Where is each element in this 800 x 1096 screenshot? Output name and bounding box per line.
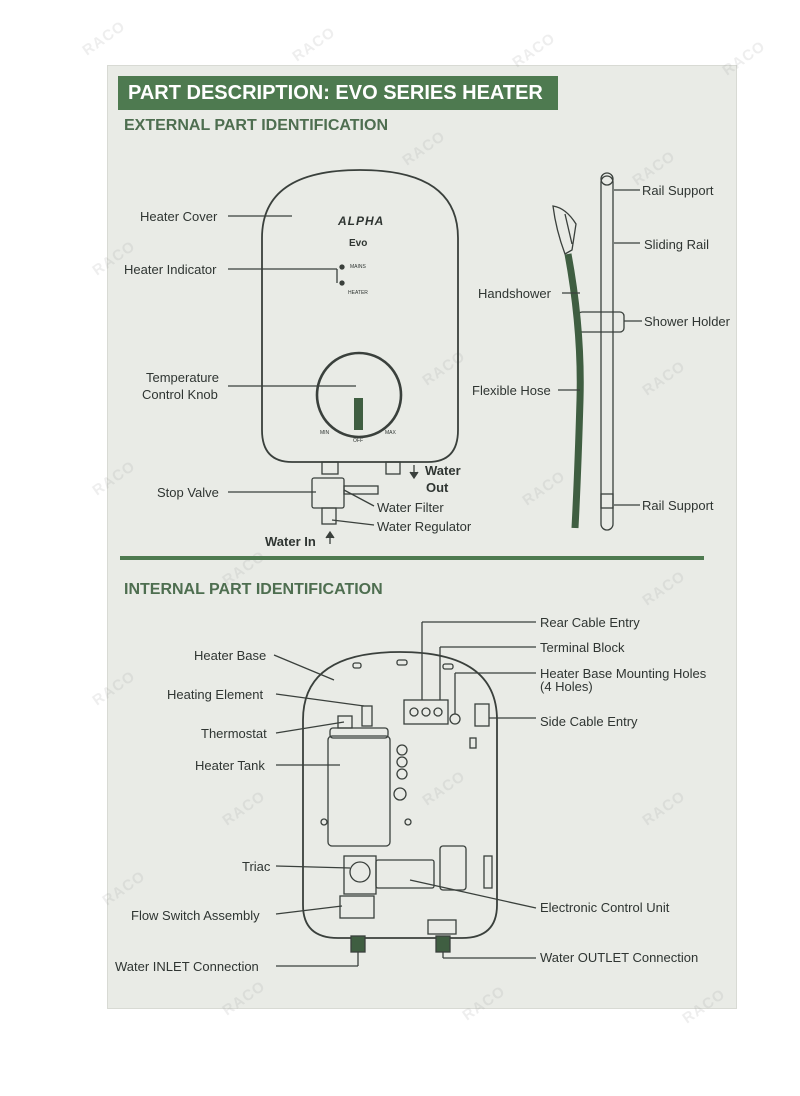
label-rail-support-top: Rail Support xyxy=(642,183,714,198)
heater-cover-outline xyxy=(261,169,459,463)
brand-logo: ALPHA xyxy=(338,214,385,228)
label-flexible-hose: Flexible Hose xyxy=(472,383,551,398)
terminal-block xyxy=(403,699,449,725)
label-triac: Triac xyxy=(242,859,271,874)
label-handshower: Handshower xyxy=(478,286,551,301)
flexible-hose xyxy=(564,253,584,529)
external-section-title: EXTERNAL PART IDENTIFICATION xyxy=(124,117,388,134)
label-mounting-holes-count: (4 Holes) xyxy=(540,679,593,694)
label-thermostat: Thermostat xyxy=(201,726,267,741)
label-rail-support-bottom: Rail Support xyxy=(642,498,714,513)
rail-support-top-knob xyxy=(600,172,614,186)
heater-tank-cap xyxy=(329,727,389,739)
label-mounting-holes: Heater Base Mounting Holes xyxy=(540,666,707,681)
page-header: PART DESCRIPTION: EVO SERIES HEATER xyxy=(118,76,558,110)
mounting-hole xyxy=(449,713,461,725)
knob-min-label: MIN xyxy=(320,430,330,436)
label-water-in: Water In xyxy=(265,534,316,549)
heater-indicator-label: HEATER xyxy=(348,290,368,296)
flow-switch-assembly xyxy=(339,895,375,919)
label-flow-switch-assembly: Flow Switch Assembly xyxy=(131,908,260,923)
heating-element-terminal xyxy=(361,705,373,727)
heater-base-outline xyxy=(302,651,498,939)
label-water-filter: Water Filter xyxy=(377,500,444,515)
water-inlet-connection xyxy=(350,935,366,953)
temperature-knob xyxy=(315,351,403,439)
heater-tank xyxy=(327,735,391,847)
label-water-regulator: Water Regulator xyxy=(377,519,472,534)
label-heater-base: Heater Base xyxy=(194,648,267,663)
label-side-cable-entry: Side Cable Entry xyxy=(540,714,638,729)
label-heater-cover: Heater Cover xyxy=(140,209,218,224)
handshower xyxy=(552,205,577,255)
manual-page xyxy=(108,66,736,1008)
label-heater-indicator: Heater Indicator xyxy=(124,262,217,277)
label-shower-holder: Shower Holder xyxy=(644,314,730,329)
sliding-rail xyxy=(600,175,614,531)
label-water-out-line2: Out xyxy=(426,480,449,495)
label-temperature-control-knob: Temperature xyxy=(146,370,219,385)
section-divider xyxy=(120,556,704,560)
label-heater-tank: Heater Tank xyxy=(195,758,265,773)
mains-indicator-dot xyxy=(339,264,345,270)
model-name: Evo xyxy=(349,238,368,249)
water-outlet-connection xyxy=(435,935,451,953)
knob-pointer xyxy=(354,398,363,430)
label-rear-cable-entry: Rear Cable Entry xyxy=(540,615,640,630)
mains-indicator-label: MAINS xyxy=(350,264,366,270)
label-water-inlet-connection: Water INLET Connection xyxy=(115,959,259,974)
water-regulator xyxy=(321,507,337,525)
triac xyxy=(343,855,377,895)
label-stop-valve: Stop Valve xyxy=(157,485,219,500)
label-temperature-control-knob-line2: Control Knob xyxy=(142,387,218,402)
inlet-fitting xyxy=(321,461,339,475)
knob-off-label: OFF xyxy=(353,438,363,444)
outlet-fitting xyxy=(385,461,401,475)
rail-support-bottom xyxy=(600,493,614,509)
label-water-out: Water xyxy=(425,463,461,478)
knob-max-label: MAX xyxy=(385,430,396,436)
label-heating-element: Heating Element xyxy=(167,687,264,702)
internal-section-title: INTERNAL PART IDENTIFICATION xyxy=(124,581,383,598)
side-cable-entry xyxy=(474,703,490,727)
thermostat xyxy=(337,715,353,729)
label-terminal-block: Terminal Block xyxy=(540,640,625,655)
stop-valve-body xyxy=(311,477,345,509)
heater-indicator-dot xyxy=(339,280,345,286)
label-water-outlet-connection: Water OUTLET Connection xyxy=(540,950,699,965)
label-sliding-rail: Sliding Rail xyxy=(644,237,710,252)
label-electronic-control-unit: Electronic Control Unit xyxy=(540,900,670,915)
